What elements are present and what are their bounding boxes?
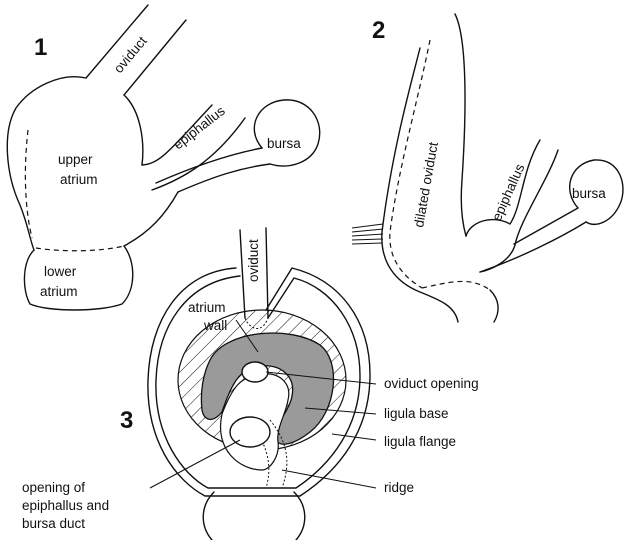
panel-1: 1 oviduct epiphallus bursa upper atrium … — [7, 5, 319, 310]
p3-label-opening-3: bursa duct — [22, 516, 85, 531]
p3-label-oviduct-opening: oviduct opening — [384, 376, 479, 391]
p3-leader-opening — [150, 440, 240, 488]
panel-2-number: 2 — [372, 17, 385, 44]
p2-boundary-dashed — [422, 281, 490, 290]
p3-oviduct-wall-left — [240, 230, 245, 318]
p1-atrium-boundary — [36, 246, 124, 251]
p1-label-lower-2: atrium — [40, 284, 78, 299]
p3-label-ligula-base: ligula base — [384, 406, 449, 421]
p3-label-oviduct: oviduct — [246, 239, 261, 282]
p1-label-upper-1: upper — [58, 152, 93, 167]
p1-upper-atrium-right — [124, 192, 178, 246]
panel-3: 3 oviduct atrium wall o — [22, 228, 479, 540]
panel-3-number: 3 — [120, 407, 133, 434]
p2-retractor-fibers — [352, 224, 383, 244]
p3-label-ligula-flange: ligula flange — [384, 434, 456, 449]
p3-label-atrium-wall-1: atrium — [188, 300, 226, 315]
p1-label-oviduct: oviduct — [111, 33, 150, 76]
p1-bursa-duct-upper — [156, 148, 262, 183]
p3-lower-atrium — [203, 492, 305, 540]
p3-label-opening-2: epiphallus and — [22, 498, 109, 513]
p3-oviduct-opening — [242, 362, 268, 382]
p1-bursa-sac — [254, 100, 319, 166]
panel-2: 2 dilated oviduct epiphallus bursa — [352, 14, 623, 322]
p1-upper-atrium-neck — [124, 95, 143, 165]
p1-label-upper-2: atrium — [60, 172, 98, 187]
p2-bursa-duct-upper — [514, 208, 578, 244]
p1-label-lower-1: lower — [44, 264, 77, 279]
p3-label-ridge: ridge — [384, 480, 414, 495]
p2-label-bursa: bursa — [572, 186, 606, 201]
p2-bursa-duct-lower — [480, 222, 586, 272]
p1-label-epiphallus: epiphallus — [171, 103, 228, 152]
panel-1-number: 1 — [34, 34, 47, 61]
p1-label-bursa: bursa — [267, 136, 301, 151]
p1-lower-atrium — [24, 246, 132, 310]
p3-oviduct-wall-right — [266, 228, 268, 318]
p3-label-atrium-wall-2: wall — [203, 318, 227, 333]
p3-label-opening-1: opening of — [22, 480, 85, 495]
p2-base — [490, 290, 498, 322]
p2-oviduct-right — [455, 14, 466, 236]
p2-label-dilated-oviduct: dilated oviduct — [411, 141, 441, 229]
